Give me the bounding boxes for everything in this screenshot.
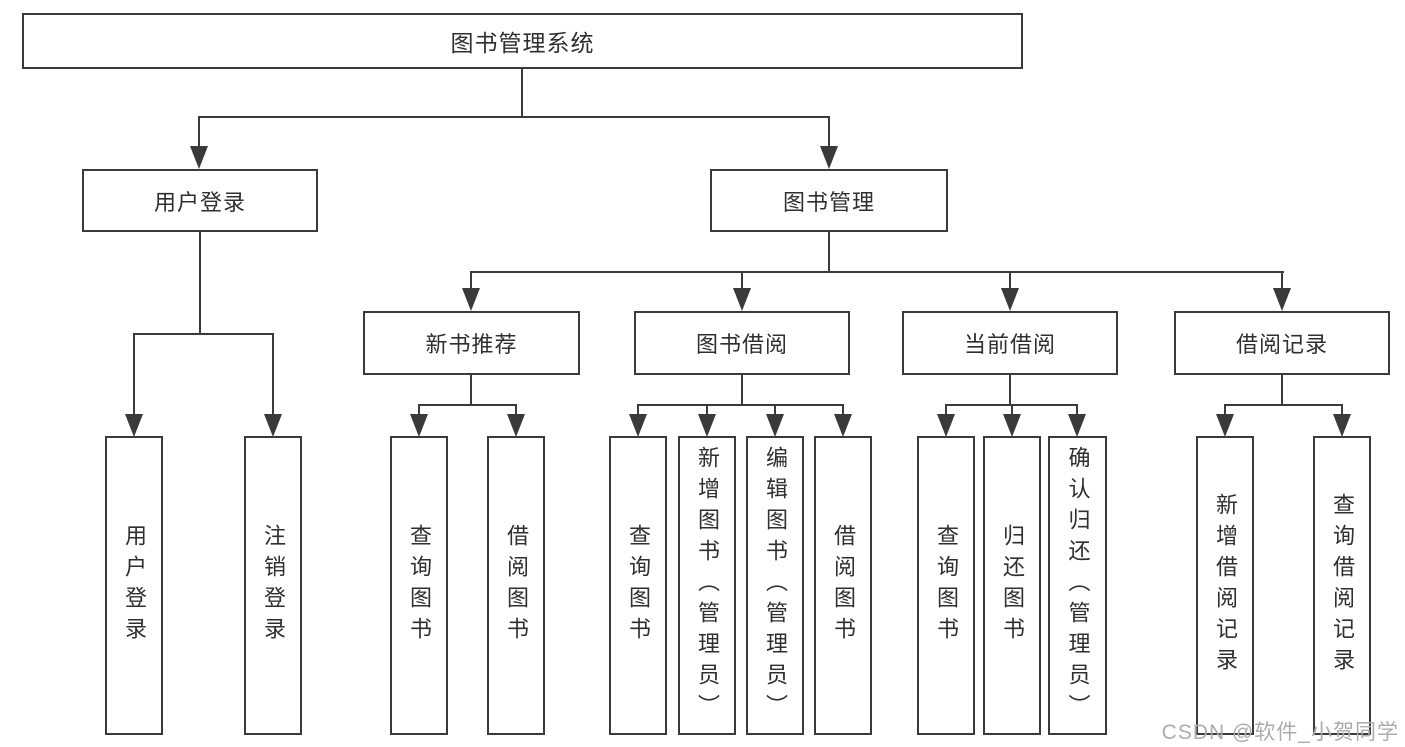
- node-book-borrow: 图书借阅: [634, 311, 850, 375]
- connector-currentborrow-stem: [1009, 375, 1011, 406]
- connector-drop-leaf: [774, 404, 776, 418]
- connector-drop-user-login: [198, 116, 200, 148]
- down-arrow-icon: [733, 288, 751, 311]
- leaf-borrow-books: 借阅图书: [814, 436, 872, 735]
- connector-drop-leaf-login: [133, 333, 135, 416]
- down-arrow-icon: [462, 288, 480, 311]
- leaf-query-borrow-record: 查询借阅记录: [1313, 436, 1371, 735]
- connector-drop-new-book: [470, 271, 472, 289]
- watermark-text: CSDN @软件_小贺同学: [1161, 721, 1399, 744]
- connector-drop-book-borrow: [741, 271, 743, 289]
- connector-newbook-stem: [470, 375, 472, 406]
- connector-bookborrow-branch: [637, 404, 844, 406]
- connector-drop-leaf: [1224, 404, 1226, 418]
- down-arrow-icon: [937, 414, 955, 437]
- node-label: 归还图书: [1000, 523, 1025, 648]
- connector-root-branch: [198, 116, 830, 118]
- down-arrow-icon: [629, 414, 647, 437]
- connector-root-stem: [521, 69, 523, 118]
- down-arrow-icon: [1273, 288, 1291, 311]
- down-arrow-icon: [698, 414, 716, 437]
- node-label: 确认归还（管理员）: [1065, 446, 1091, 725]
- down-arrow-icon: [125, 414, 143, 437]
- node-label: 借阅图书: [504, 523, 529, 648]
- connector-drop-leaf: [706, 404, 708, 418]
- connector-newbook-branch: [418, 404, 517, 406]
- node-label: 查询图书: [626, 523, 651, 648]
- leaf-query-books-recommend: 查询图书: [390, 436, 448, 735]
- connector-drop-borrow-records: [1281, 271, 1283, 289]
- node-label: 查询借阅记录: [1330, 492, 1355, 679]
- connector-bookmgmt-branch: [470, 271, 1284, 273]
- connector-drop-leaf: [637, 404, 639, 418]
- node-label: 图书管理: [782, 189, 875, 215]
- node-label: 查询图书: [407, 523, 432, 648]
- node-label: 图书借阅: [695, 332, 788, 357]
- node-new-book-recommend: 新书推荐: [363, 311, 580, 375]
- connector-drop-leaf: [1341, 404, 1343, 418]
- leaf-user-login: 用户登录: [105, 436, 163, 735]
- connector-drop-leaf: [842, 404, 844, 418]
- node-label: 当前借阅: [963, 332, 1056, 357]
- connector-drop-leaf: [1011, 404, 1013, 418]
- leaf-confirm-return-admin: 确认归还（管理员）: [1048, 436, 1107, 735]
- down-arrow-icon: [1216, 414, 1234, 437]
- node-current-borrow: 当前借阅: [902, 311, 1118, 375]
- connector-drop-leaf: [515, 404, 517, 418]
- connector-drop-leaf-logout: [272, 333, 274, 416]
- leaf-query-books-borrow: 查询图书: [609, 436, 667, 735]
- leaf-add-borrow-record: 新增借阅记录: [1196, 436, 1254, 735]
- connector-bookborrow-stem: [741, 375, 743, 406]
- node-label: 用户登录: [122, 523, 147, 648]
- connector-drop-leaf: [945, 404, 947, 418]
- connector-userlogin-stem: [199, 232, 201, 335]
- down-arrow-icon: [264, 414, 282, 437]
- connector-drop-leaf: [1076, 404, 1078, 418]
- node-label: 新增借阅记录: [1213, 492, 1238, 679]
- leaf-add-book-admin: 新增图书（管理员）: [678, 436, 736, 735]
- node-system-root: 图书管理系统: [22, 13, 1023, 69]
- leaf-borrow-books-recommend: 借阅图书: [487, 436, 545, 735]
- node-book-management: 图书管理: [710, 169, 948, 232]
- leaf-query-books-current: 查询图书: [917, 436, 975, 735]
- leaf-logout: 注销登录: [244, 436, 302, 735]
- node-label: 图书管理系统: [450, 30, 595, 56]
- node-label: 新书推荐: [425, 332, 518, 357]
- node-user-login: 用户登录: [82, 169, 318, 232]
- connector-drop-book-mgmt: [828, 116, 830, 148]
- node-label: 查询图书: [934, 523, 959, 648]
- down-arrow-icon: [834, 414, 852, 437]
- node-label: 注销登录: [261, 523, 286, 648]
- node-label: 用户登录: [153, 189, 246, 215]
- down-arrow-icon: [507, 414, 525, 437]
- leaf-return-books: 归还图书: [983, 436, 1041, 735]
- down-arrow-icon: [766, 414, 784, 437]
- down-arrow-icon: [410, 414, 428, 437]
- node-label: 借阅记录: [1235, 332, 1328, 357]
- connector-userlogin-branch: [133, 333, 274, 335]
- leaf-edit-book-admin: 编辑图书（管理员）: [746, 436, 804, 735]
- down-arrow-icon: [1333, 414, 1351, 437]
- node-label: 借阅图书: [831, 523, 856, 648]
- down-arrow-icon: [1001, 288, 1019, 311]
- down-arrow-icon: [190, 146, 208, 169]
- connector-borrowrecords-stem: [1281, 375, 1283, 406]
- connector-drop-leaf: [418, 404, 420, 418]
- connector-drop-current-borrow: [1009, 271, 1011, 289]
- connector-borrowrecords-branch: [1224, 404, 1343, 406]
- down-arrow-icon: [820, 146, 838, 169]
- node-label: 编辑图书（管理员）: [763, 446, 788, 725]
- node-label: 新增图书（管理员）: [695, 446, 720, 725]
- node-borrow-records: 借阅记录: [1174, 311, 1390, 375]
- down-arrow-icon: [1003, 414, 1021, 437]
- down-arrow-icon: [1068, 414, 1086, 437]
- connector-bookmgmt-stem: [828, 232, 830, 273]
